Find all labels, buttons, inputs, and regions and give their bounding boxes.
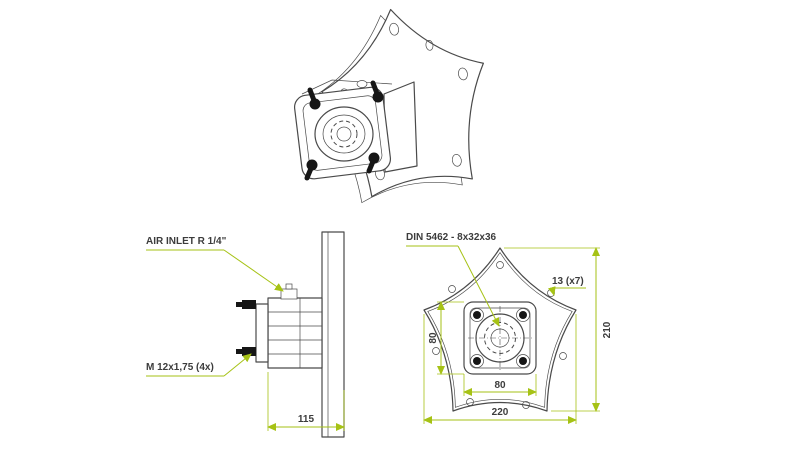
- side-pump-body: [267, 297, 323, 369]
- dimension-flange-width: 220: [492, 407, 509, 418]
- side-bolt-studs: [236, 300, 256, 356]
- air-inlet-label: AIR INLET R 1/4": [146, 236, 227, 247]
- front-dimension-220: 220: [423, 314, 577, 424]
- side-dimension-115: 115: [267, 372, 345, 431]
- front-dimension-80-vertical: 80: [428, 301, 464, 375]
- side-air-inlet-fitting: [280, 283, 298, 300]
- side-view-drawing: 115 AIR INLET R 1/4" M 12x1,75 (4x): [146, 231, 345, 438]
- annotation-hole-spec: 13 (x7): [547, 276, 586, 296]
- front-dimension-210: 210: [504, 247, 613, 412]
- front-plate-bolts: [470, 308, 530, 368]
- dimension-flange-height: 210: [602, 321, 613, 338]
- front-dimension-80-horizontal: 80: [463, 374, 537, 396]
- spline-spec-label: DIN 5462 - 8x32x36: [406, 232, 497, 243]
- iso-shaft-spline: [314, 106, 374, 162]
- front-spline-hub: [468, 306, 532, 370]
- front-flange-inner-edge: [427, 251, 573, 408]
- iso-bolts: [304, 80, 384, 181]
- iso-pump-front-plate-inner: [302, 95, 383, 171]
- iso-top-port: [356, 80, 368, 88]
- side-front-cap: [255, 303, 269, 363]
- front-view-drawing: 80 80 220 210 13 (x7): [406, 232, 613, 424]
- side-mounting-plate: [321, 231, 345, 438]
- annotation-air-inlet: AIR INLET R 1/4": [146, 236, 284, 292]
- dimension-bolt-square-height: 80: [428, 332, 439, 344]
- dimension-side-depth: 115: [298, 414, 315, 425]
- isometric-view-drawing: [293, 8, 484, 204]
- dimension-bolt-square-width: 80: [494, 380, 506, 391]
- annotation-spline-spec: DIN 5462 - 8x32x36: [406, 232, 500, 327]
- side-body-fins: [268, 298, 322, 368]
- bolt-thread-label: M 12x1,75 (4x): [146, 362, 214, 373]
- hole-spec-label: 13 (x7): [552, 276, 584, 287]
- annotation-bolt-thread: M 12x1,75 (4x): [146, 353, 252, 377]
